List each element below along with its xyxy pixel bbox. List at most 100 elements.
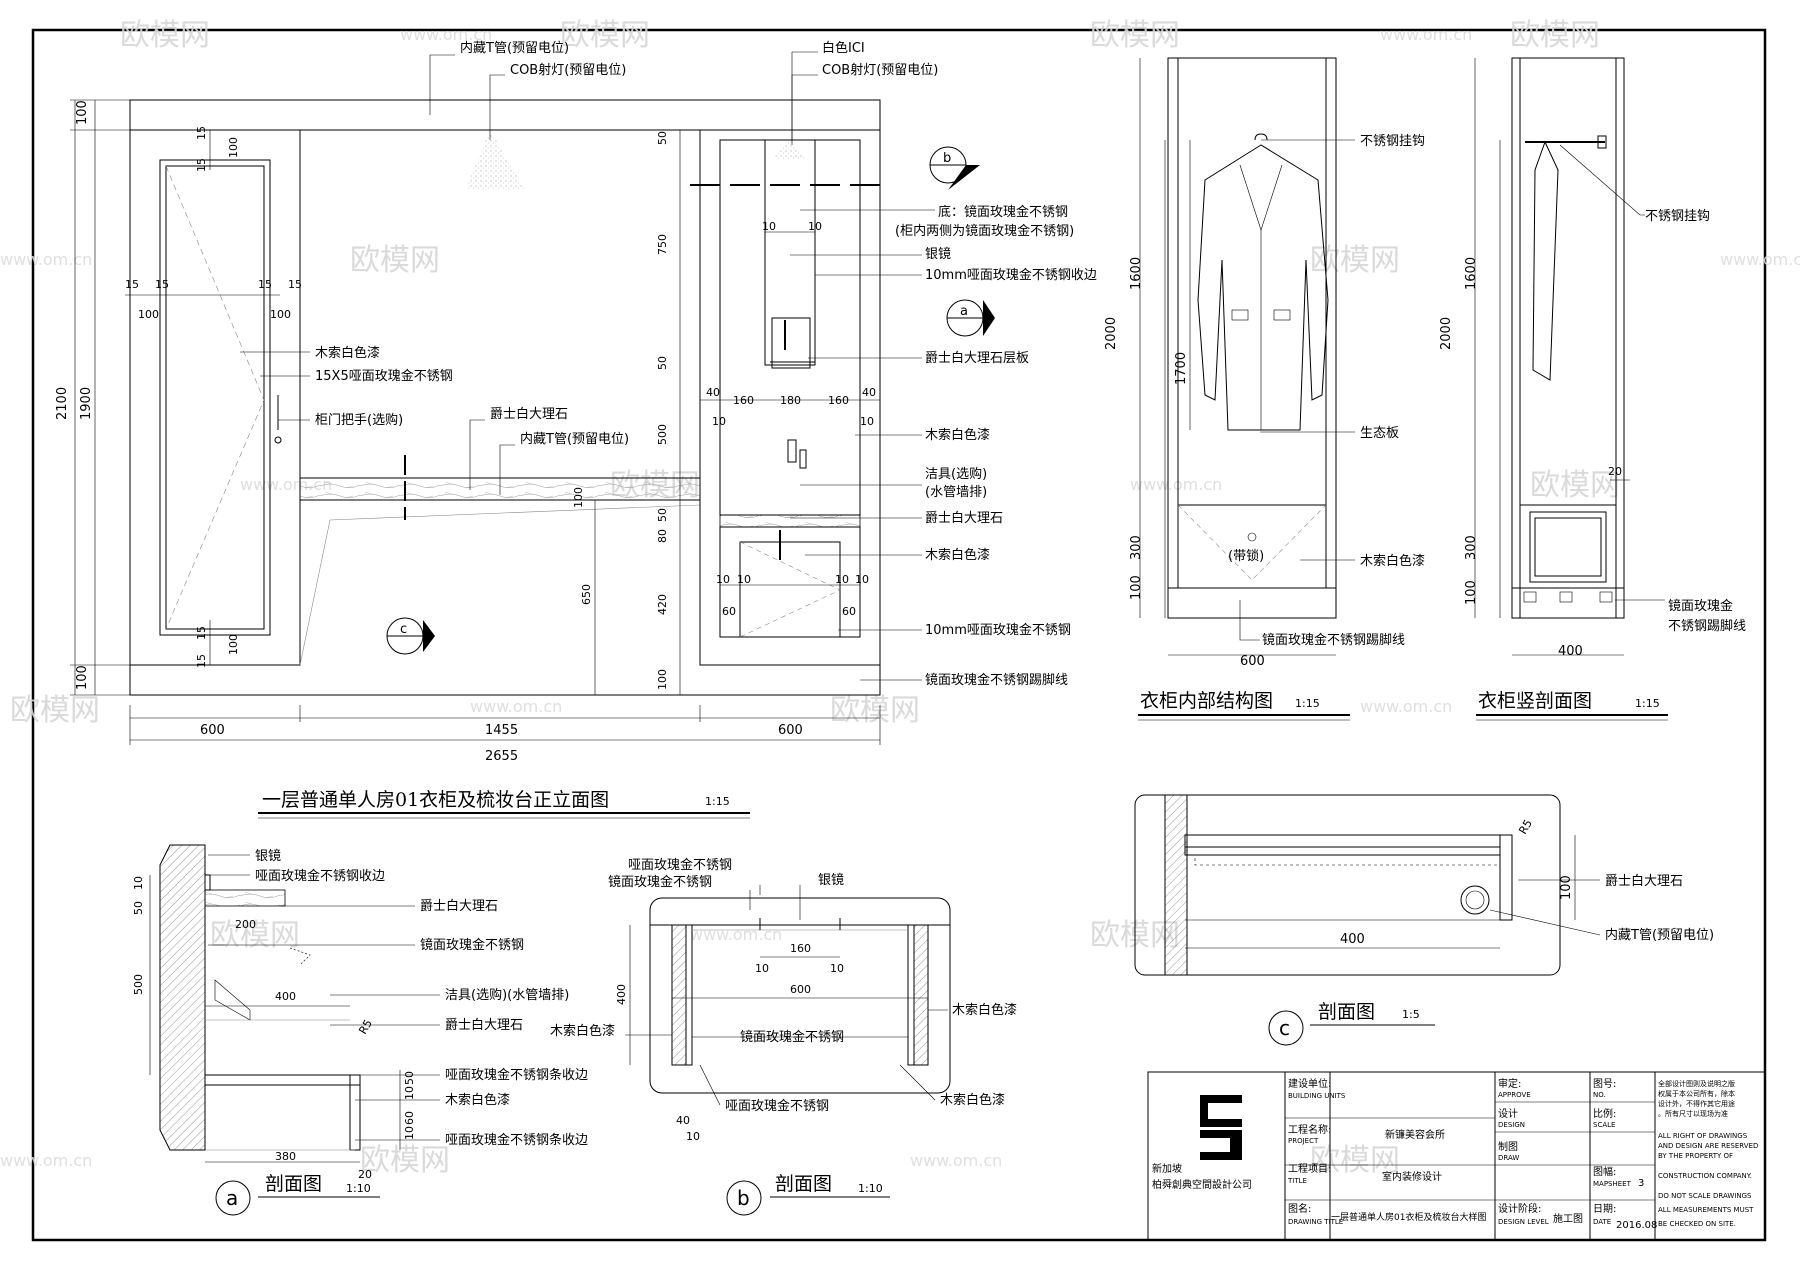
svg-text:80: 80	[656, 529, 669, 543]
svg-text:b: b	[943, 151, 951, 166]
svg-text:40: 40	[706, 386, 720, 399]
svg-text:500: 500	[656, 424, 669, 445]
label-marble-shelf: 爵士白大理石层板	[925, 350, 1029, 366]
svg-text:设计: 设计	[1498, 1107, 1518, 1120]
svg-text:1:10: 1:10	[346, 1182, 371, 1195]
watermark-text: 欧模网	[830, 693, 920, 728]
section-b: 160 10 10 600 400 40 10 哑面玫瑰金不锈钢 镜面玫瑰金不锈…	[550, 857, 1017, 1216]
svg-text:柏舜創典空間設計公司: 柏舜創典空間設計公司	[1152, 1178, 1252, 1191]
watermark-text: 欧模网	[1310, 1143, 1400, 1178]
svg-text:图幅:: 图幅:	[1593, 1165, 1616, 1178]
section-marker-a: a	[946, 299, 995, 337]
svg-text:哑面玫瑰金不锈钢条收边: 哑面玫瑰金不锈钢条收边	[445, 1132, 588, 1148]
svg-text:1600: 1600	[1129, 257, 1144, 290]
svg-text:1:5: 1:5	[1402, 1008, 1420, 1021]
svg-text:R5: R5	[356, 1017, 375, 1036]
svg-text:400: 400	[615, 984, 628, 1005]
watermark-url: www.om.cn	[470, 697, 562, 716]
svg-text:c: c	[400, 622, 407, 637]
svg-text:木索白色漆: 木索白色漆	[940, 1092, 1005, 1108]
label-sanitary-note: (水管墙排)	[925, 485, 987, 500]
watermark-url: www.om.cn	[1130, 475, 1222, 494]
svg-text:1900: 1900	[79, 387, 94, 420]
svg-text:10: 10	[132, 876, 145, 890]
svg-text:10: 10	[737, 573, 751, 586]
garment-side-icon	[1525, 135, 1607, 381]
svg-text:ALL MEASUREMENTS MUST: ALL MEASUREMENTS MUST	[1658, 1206, 1754, 1214]
svg-text:100: 100	[75, 100, 90, 125]
watermark-text: 欧模网	[1530, 468, 1620, 503]
svg-text:ALL RIGHT OF DRAWINGS: ALL RIGHT OF DRAWINGS	[1658, 1132, 1748, 1140]
svg-text:木索白色漆: 木索白色漆	[550, 1023, 615, 1039]
vsection-scale: 1:15	[1635, 697, 1660, 710]
svg-text:10: 10	[835, 573, 849, 586]
svg-text:100: 100	[1464, 580, 1479, 605]
watermarks: 欧模网 欧模网 欧模网 欧模网 欧模网 欧模网 欧模网 欧模网 欧模网 欧模网 …	[0, 18, 1800, 1178]
label-silver-mirror: 银镜	[925, 247, 951, 262]
svg-text:100: 100	[1559, 875, 1574, 900]
watermark-text: 欧模网	[1510, 18, 1600, 53]
dims-door: 15 15 100 15 15 100 15 15 100 15 15 100	[125, 126, 302, 668]
svg-text:新镰美容会所: 新镰美容会所	[1385, 1128, 1445, 1141]
interior-scale: 1:15	[1295, 697, 1320, 710]
svg-text:2016.08: 2016.08	[1616, 1220, 1657, 1231]
svg-text:DATE: DATE	[1593, 1218, 1611, 1226]
watermark-text: 欧模网	[120, 18, 210, 53]
svg-text:160: 160	[828, 394, 849, 407]
svg-text:10: 10	[712, 415, 726, 428]
svg-text:木索白色漆: 木索白色漆	[952, 1002, 1017, 1018]
dims-mid: 100 650	[565, 477, 615, 695]
svg-text:NO.: NO.	[1593, 1091, 1606, 1099]
svg-text:50: 50	[403, 1071, 416, 1085]
wardrobe-interior: (带锁) 2000 1600 1700 300 100 600 不锈钢挂钩 生态…	[1104, 57, 1425, 721]
wardrobe-vertical-section: 2000 1600 300 100 20 400 不锈钢挂钩 镜面玫瑰金 不锈钢…	[1439, 57, 1746, 721]
label-cob-right: COB射灯(预留电位)	[822, 62, 938, 78]
svg-text:60: 60	[842, 605, 856, 618]
svg-text:600: 600	[778, 723, 803, 738]
label-base: 底：镜面玫瑰金不锈钢	[938, 204, 1068, 220]
label-steel-15x5: 15X5哑面玫瑰金不锈钢	[315, 368, 453, 384]
right-cabinet	[699, 129, 881, 666]
svg-text:工程名称:: 工程名称:	[1288, 1123, 1331, 1136]
svg-text:160: 160	[733, 394, 754, 407]
svg-text:1455: 1455	[485, 723, 518, 738]
svg-text:BY THE PROPERTY OF: BY THE PROPERTY OF	[1658, 1152, 1733, 1160]
svg-text:380: 380	[275, 1150, 296, 1163]
svg-text:1:10: 1:10	[858, 1182, 883, 1195]
svg-text:650: 650	[580, 584, 593, 605]
svg-text:100: 100	[227, 137, 240, 158]
svg-text:20: 20	[358, 1168, 372, 1181]
svg-text:镜面玫瑰金不锈钢: 镜面玫瑰金不锈钢	[740, 1029, 844, 1045]
svg-text:设计阶段:: 设计阶段:	[1498, 1202, 1541, 1215]
svg-text:日期:: 日期:	[1593, 1203, 1616, 1215]
svg-text:40: 40	[676, 1114, 690, 1127]
svg-text:镜面玫瑰金: 镜面玫瑰金	[1668, 598, 1733, 614]
section-a-title: 剖面图	[265, 1173, 322, 1195]
svg-text:400: 400	[1558, 644, 1583, 659]
svg-text:爵士白大理石: 爵士白大理石	[445, 1017, 523, 1033]
svg-text:180: 180	[780, 394, 801, 407]
svg-text:MAPSHEET: MAPSHEET	[1593, 1180, 1632, 1188]
watermark-text: 欧模网	[360, 1143, 450, 1178]
svg-text:15: 15	[195, 158, 208, 172]
svg-text:420: 420	[656, 594, 669, 615]
svg-text:400: 400	[1340, 932, 1365, 947]
label-skirting: 镜面玫瑰金不锈钢踢脚线	[925, 672, 1068, 688]
svg-text:100: 100	[572, 487, 585, 508]
svg-text:60: 60	[722, 605, 736, 618]
label-white-ici: 白色ICI	[822, 40, 865, 56]
svg-text:50: 50	[656, 508, 669, 522]
svg-text:15: 15	[155, 278, 169, 291]
svg-text:哑面玫瑰金不锈钢收边: 哑面玫瑰金不锈钢收边	[255, 868, 385, 884]
svg-text:100: 100	[1129, 575, 1144, 600]
watermark-text: 欧模网	[1090, 18, 1180, 53]
label-cob-left: COB射灯(预留电位)	[510, 62, 626, 78]
svg-text:100: 100	[138, 308, 159, 321]
section-c: 400 100 R5 爵士白大理石 内藏T管(预留电位) c 剖面图 1:5	[1134, 794, 1714, 1046]
svg-text:建设单位:: 建设单位:	[1288, 1077, 1331, 1090]
svg-text:内藏T管(预留电位): 内藏T管(预留电位)	[1605, 927, 1714, 943]
elevation-scale: 1:15	[705, 795, 730, 808]
svg-text:10: 10	[755, 962, 769, 975]
svg-text:DRAWING TITLE: DRAWING TITLE	[1288, 1218, 1343, 1226]
svg-text:不锈钢挂钩: 不锈钢挂钩	[1645, 209, 1710, 224]
